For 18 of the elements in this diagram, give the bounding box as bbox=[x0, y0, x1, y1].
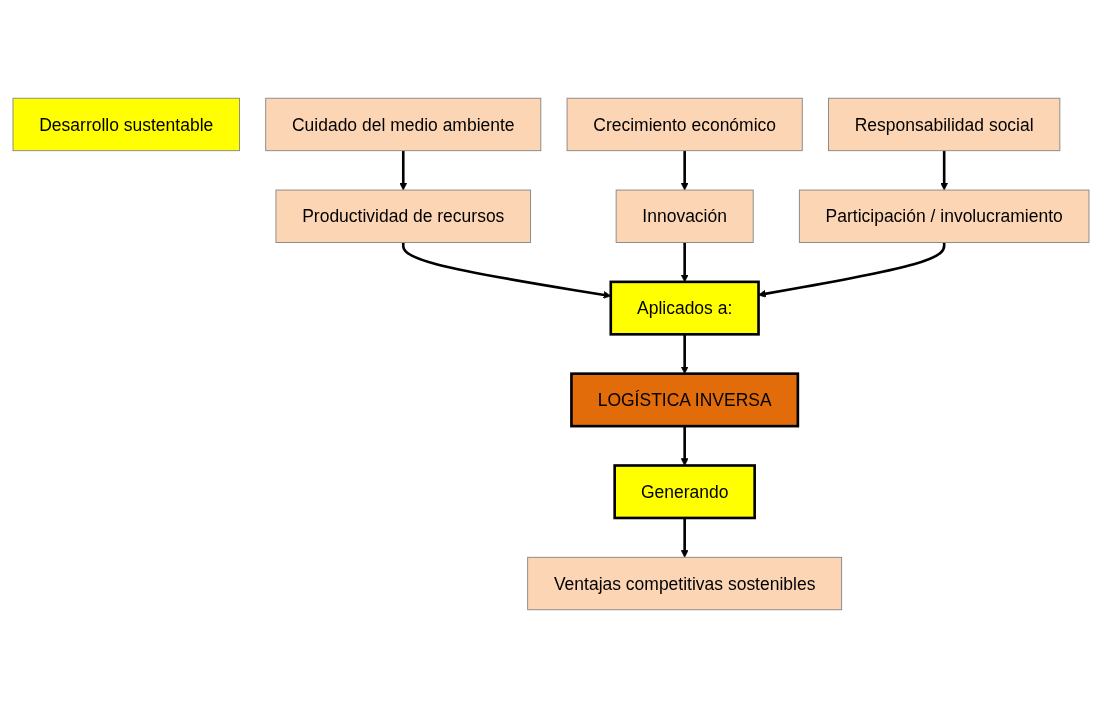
node-box: LOGÍSTICA INVERSA bbox=[570, 372, 800, 428]
arrow bbox=[680, 426, 689, 466]
arrow bbox=[680, 150, 689, 191]
arrow bbox=[680, 517, 689, 558]
node-box: Responsabilidad social bbox=[828, 97, 1061, 152]
node-box: Ventajas competitivas sostenibles bbox=[527, 556, 843, 611]
arrow bbox=[758, 242, 946, 298]
node-box: Productividad de recursos bbox=[275, 189, 532, 243]
node-box: Generando bbox=[613, 464, 756, 520]
node-box: Crecimiento económico bbox=[566, 97, 803, 152]
node-box: Innovación bbox=[615, 189, 754, 243]
arrow bbox=[680, 334, 689, 374]
node-box: Desarrollo sustentable bbox=[12, 97, 240, 152]
node-box: Cuidado del medio ambiente bbox=[265, 97, 542, 152]
node-box: Aplicados a: bbox=[609, 280, 760, 336]
arrow bbox=[940, 150, 948, 191]
arrow bbox=[399, 150, 408, 191]
node-box: Participación / involucramiento bbox=[798, 189, 1090, 243]
